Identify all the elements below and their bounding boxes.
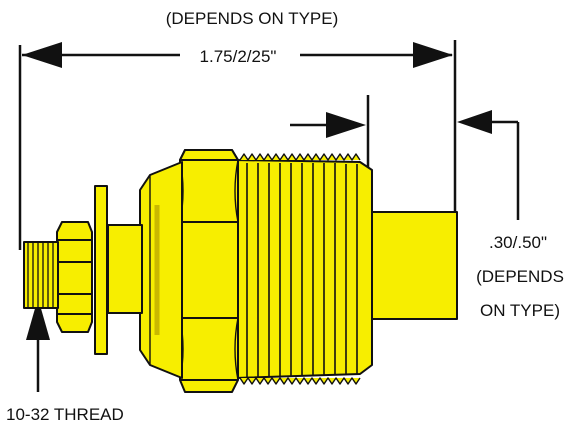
overall-length-label: 1.75/2/25" bbox=[200, 47, 277, 66]
probe-note-line1: (DEPENDS bbox=[476, 267, 564, 286]
probe-note-line2: ON TYPE) bbox=[480, 301, 560, 320]
overall-dimension bbox=[18, 40, 457, 250]
neck bbox=[107, 224, 143, 314]
thread-label: 10-32 THREAD bbox=[6, 405, 124, 424]
terminal-stud bbox=[23, 241, 59, 309]
shoulder bbox=[139, 161, 183, 379]
overall-arrow-right bbox=[413, 42, 453, 68]
top-note-label: (DEPENDS ON TYPE) bbox=[166, 9, 339, 28]
pipe-thread bbox=[234, 153, 373, 385]
probe-tip bbox=[359, 211, 458, 320]
terminal-washer bbox=[94, 185, 108, 355]
probe-dimension bbox=[290, 95, 520, 220]
sensor-body bbox=[23, 149, 458, 393]
thread-arrow bbox=[26, 298, 50, 340]
probe-length-label: .30/.50" bbox=[489, 233, 547, 252]
hex-nut bbox=[179, 149, 239, 393]
probe-arrow-left bbox=[326, 112, 366, 138]
terminal-nut bbox=[56, 221, 93, 333]
overall-arrow-left bbox=[22, 42, 62, 68]
thread-callout bbox=[26, 298, 50, 392]
probe-arrow-right bbox=[457, 110, 492, 134]
